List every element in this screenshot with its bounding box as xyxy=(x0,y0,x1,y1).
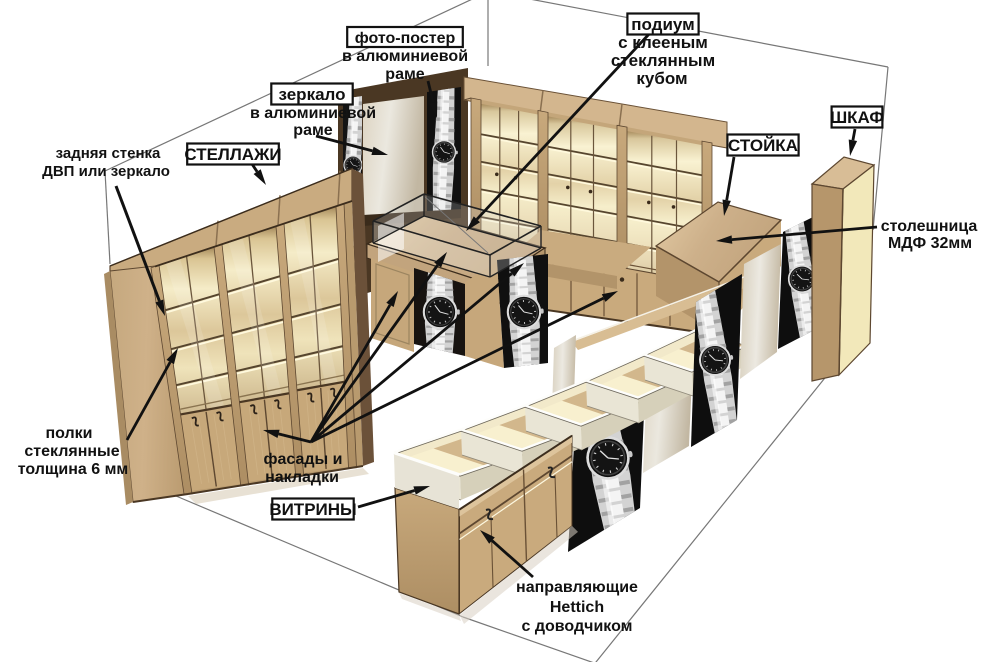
svg-text:с доводчиком: с доводчиком xyxy=(522,618,633,635)
svg-text:полки: полки xyxy=(45,425,92,442)
svg-text:стеклянным: стеклянным xyxy=(611,51,715,70)
svg-text:толщина 6 мм: толщина 6 мм xyxy=(18,461,129,478)
svg-text:накладки: накладки xyxy=(265,469,339,486)
svg-text:стеклянные: стеклянные xyxy=(24,443,119,460)
svg-text:столешница: столешница xyxy=(881,218,978,235)
svg-text:зеркало: зеркало xyxy=(279,85,346,104)
svg-text:СТЕЛЛАЖИ: СТЕЛЛАЖИ xyxy=(184,145,281,164)
svg-text:задняя стенка: задняя стенка xyxy=(56,145,161,162)
svg-text:в алюминиевой: в алюминиевой xyxy=(250,105,376,122)
svg-text:Hettich: Hettich xyxy=(550,599,604,616)
svg-text:раме: раме xyxy=(385,66,425,83)
svg-text:фото-постер: фото-постер xyxy=(355,30,456,47)
svg-text:ДВП или зеркало: ДВП или зеркало xyxy=(42,163,170,180)
svg-text:ШКАФ: ШКАФ xyxy=(830,108,884,127)
svg-text:кубом: кубом xyxy=(636,69,687,88)
svg-text:направляющие: направляющие xyxy=(516,579,638,596)
svg-text:фасады и: фасады и xyxy=(264,451,343,468)
svg-text:с клееным: с клееным xyxy=(618,33,708,52)
svg-text:раме: раме xyxy=(293,122,333,139)
svg-text:МДФ 32мм: МДФ 32мм xyxy=(888,235,972,252)
svg-text:подиум: подиум xyxy=(631,15,694,34)
svg-text:ВИТРИНЫ: ВИТРИНЫ xyxy=(269,500,356,519)
svg-text:в алюминиевой: в алюминиевой xyxy=(342,48,468,65)
svg-text:СТОЙКА: СТОЙКА xyxy=(728,136,798,155)
